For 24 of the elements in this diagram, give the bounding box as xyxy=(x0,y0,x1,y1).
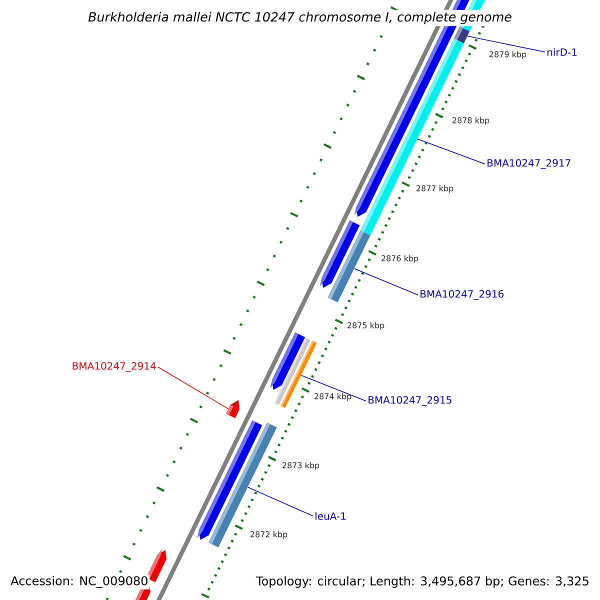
gene-feature xyxy=(328,230,370,302)
tick-label: 2878 kbp xyxy=(452,117,490,125)
gene-label: leuA-1 xyxy=(316,512,346,520)
leader-line xyxy=(158,366,229,410)
gene-label: nirD-1 xyxy=(548,48,577,56)
gene-label: BMA10247_2916 xyxy=(420,290,504,300)
tick-label: 2875 kbp xyxy=(348,322,384,330)
title: Burkholderia mallei NCTC 10247 chromosome I, complete genome xyxy=(86,10,514,26)
footer-text: Topology: circular; Length: 3,495,687 bp; Genes: 3,325 xyxy=(254,574,591,590)
leader-line xyxy=(354,268,418,296)
tick-label: 2876 kbp xyxy=(382,255,418,263)
leader-line xyxy=(248,486,314,516)
footer-text: Accession: NC_009080 xyxy=(9,574,150,590)
tick-label: 2877 kbp xyxy=(416,185,454,193)
leader-line xyxy=(300,374,366,402)
tick-label: 2879 kbp xyxy=(490,51,526,59)
gene-label: BMA10247_2914 xyxy=(72,362,156,372)
gene-label: BMA10247_2915 xyxy=(368,396,452,406)
gene-label: BMA10247_2917 xyxy=(488,159,570,169)
leader-line xyxy=(417,138,486,164)
tick-label: 2872 kbp xyxy=(250,531,288,539)
leader-line xyxy=(467,36,546,52)
tick-label: 2874 kbp xyxy=(314,393,352,401)
gene-feature xyxy=(226,400,240,418)
